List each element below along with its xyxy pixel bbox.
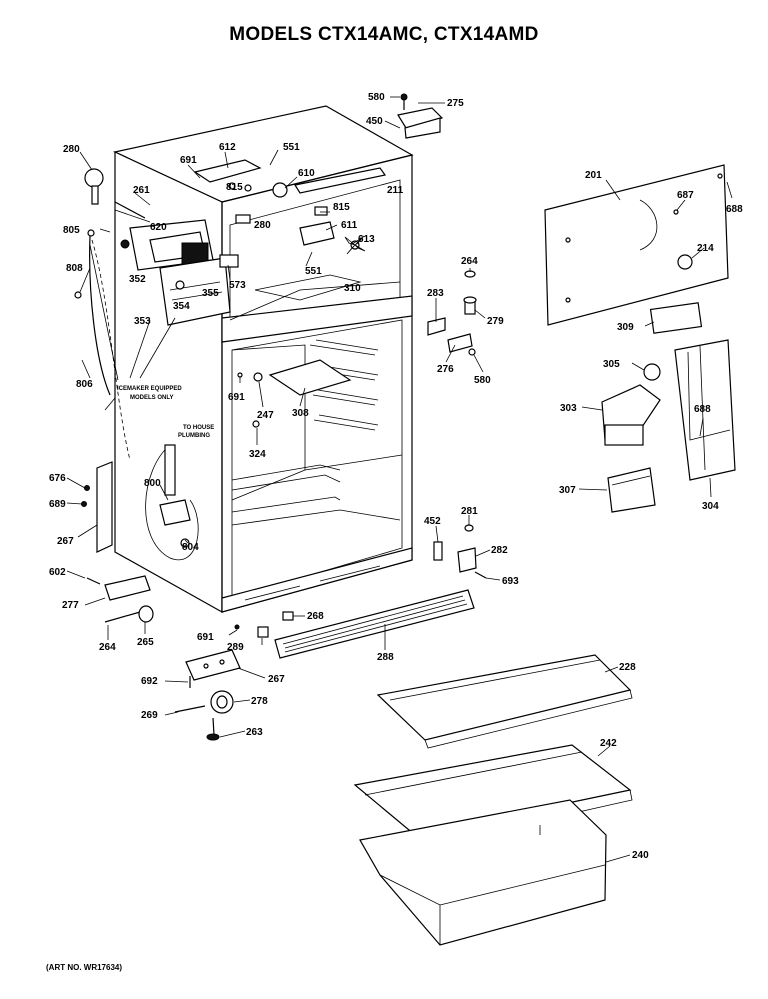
callout-281: 281 xyxy=(461,506,478,517)
callout-214: 214 xyxy=(697,243,714,254)
callout-815: 815 xyxy=(226,182,243,193)
callout-228: 228 xyxy=(619,662,636,673)
callout-labels: 580 275 450 280 612 551 691 610 815 211 … xyxy=(49,92,743,861)
small-parts-452 xyxy=(433,524,487,579)
label-309 xyxy=(649,302,703,334)
bottom-hinge-277 xyxy=(104,575,151,601)
callout-265: 265 xyxy=(137,637,154,648)
callout-278: 278 xyxy=(251,696,268,707)
callout-269: 269 xyxy=(141,710,158,721)
crisper-cover-242 xyxy=(353,744,633,849)
callout-691: 691 xyxy=(228,392,245,403)
callout-805: 805 xyxy=(63,225,80,236)
callout-288: 288 xyxy=(377,652,394,663)
plumbing-note-line-1: TO HOUSE xyxy=(183,425,214,431)
shelf-228 xyxy=(376,654,633,749)
plumbing-note-line-2: PLUMBING xyxy=(178,433,210,439)
callout-551: 551 xyxy=(305,266,322,277)
callout-289: 289 xyxy=(227,642,244,653)
callout-211: 211 xyxy=(387,185,404,196)
callout-201: 201 xyxy=(585,170,602,181)
callout-688: 688 xyxy=(694,404,711,415)
callout-613: 613 xyxy=(358,234,375,245)
callout-693: 693 xyxy=(502,576,519,587)
callout-240: 240 xyxy=(632,850,649,861)
callout-276: 276 xyxy=(437,364,454,375)
icemaker-module xyxy=(114,209,239,326)
callout-611: 611 xyxy=(341,220,358,231)
callout-310: 310 xyxy=(344,283,361,294)
callout-277: 277 xyxy=(62,600,79,611)
crisper-drawer-240 xyxy=(359,799,607,946)
callout-804: 804 xyxy=(182,542,199,553)
callout-602: 602 xyxy=(49,567,66,578)
callout-808: 808 xyxy=(66,263,83,274)
callout-283: 283 xyxy=(427,288,444,299)
callout-267: 267 xyxy=(268,674,285,685)
callout-800: 800 xyxy=(144,478,161,489)
callout-308: 308 xyxy=(292,408,309,419)
callout-264: 264 xyxy=(461,256,478,267)
callout-309: 309 xyxy=(617,322,634,333)
callout-264: 264 xyxy=(99,642,116,653)
callout-280: 280 xyxy=(254,220,271,231)
callout-282: 282 xyxy=(491,545,508,556)
callout-815: 815 xyxy=(333,202,350,213)
callout-573: 573 xyxy=(229,280,246,291)
callout-692: 692 xyxy=(141,676,158,687)
callout-687: 687 xyxy=(677,190,694,201)
page-title: MODELS CTX14AMC, CTX14AMD xyxy=(229,24,539,45)
callout-551: 551 xyxy=(283,142,300,153)
callout-612: 612 xyxy=(219,142,236,153)
lower-hardware xyxy=(174,649,241,741)
callout-689: 689 xyxy=(49,499,66,510)
callout-354: 354 xyxy=(173,301,190,312)
callout-305: 305 xyxy=(603,359,620,370)
callout-263: 263 xyxy=(246,727,263,738)
icemaker-note-line-1: ICEMAKER EQUIPPED xyxy=(117,386,182,392)
callout-450: 450 xyxy=(366,116,383,127)
base-grille-288 xyxy=(234,589,475,659)
callout-806: 806 xyxy=(76,379,93,390)
callout-676: 676 xyxy=(49,473,66,484)
callout-268: 268 xyxy=(307,611,324,622)
water-tubing xyxy=(74,229,111,396)
callout-247: 247 xyxy=(257,410,274,421)
callout-261: 261 xyxy=(133,185,150,196)
art-number: (ART NO. WR17634) xyxy=(46,963,123,972)
leader-lines xyxy=(66,96,733,863)
callout-452: 452 xyxy=(424,516,441,527)
callout-352: 352 xyxy=(129,274,146,285)
refrigerator-cabinet xyxy=(91,105,414,614)
callout-610: 610 xyxy=(298,168,315,179)
callout-691: 691 xyxy=(197,632,214,643)
fittings-264-279 xyxy=(427,270,477,356)
callout-580: 580 xyxy=(474,375,491,386)
icemaker-note-line-2: MODELS ONLY xyxy=(130,395,173,401)
callout-620: 620 xyxy=(150,222,167,233)
fitting-280 xyxy=(84,168,146,219)
callout-242: 242 xyxy=(600,738,617,749)
callout-279: 279 xyxy=(487,316,504,327)
top-hinge xyxy=(397,93,444,139)
callout-275: 275 xyxy=(447,98,464,109)
hinge-bracket-267 xyxy=(81,461,113,553)
callout-688: 688 xyxy=(726,204,743,215)
roller-265 xyxy=(104,605,154,623)
callout-691: 691 xyxy=(180,155,197,166)
evaporator-cover-201 xyxy=(544,164,729,326)
callout-267: 267 xyxy=(57,536,74,547)
callout-353: 353 xyxy=(134,316,151,327)
callout-580: 580 xyxy=(368,92,385,103)
callout-324: 324 xyxy=(249,449,266,460)
callout-280: 280 xyxy=(63,144,80,155)
callout-307: 307 xyxy=(559,485,576,496)
callout-304: 304 xyxy=(702,501,719,512)
callout-355: 355 xyxy=(202,288,219,299)
callout-303: 303 xyxy=(560,403,577,414)
control-housing xyxy=(601,339,736,513)
